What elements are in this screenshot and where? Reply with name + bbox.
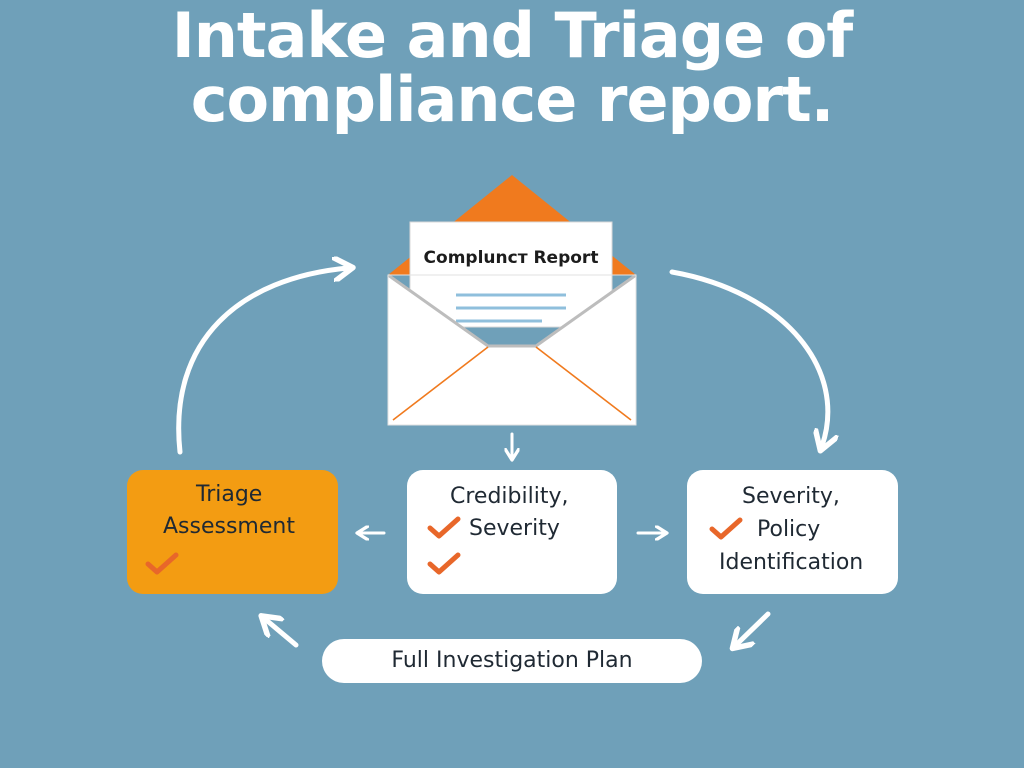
page-title: Intake and Triage of compliance report. bbox=[0, 4, 1024, 132]
full-investigation-plan: Full Investigation Plan bbox=[322, 639, 702, 683]
title-line-1: Intake and Triage of bbox=[171, 0, 854, 72]
credibility-severity-node: Credibility, Severity bbox=[407, 470, 617, 594]
severity-line-2: Policy bbox=[757, 517, 821, 542]
arrow-plan-to-triage bbox=[265, 619, 299, 648]
check-icon bbox=[145, 552, 179, 575]
severity-line-1: Severity, bbox=[742, 484, 840, 509]
arrow-to-plan bbox=[736, 611, 771, 645]
envelope-icon bbox=[387, 175, 637, 426]
report-label: Compluncт Report bbox=[423, 248, 599, 268]
cycle-arrow-right bbox=[669, 269, 828, 446]
check-icon bbox=[709, 517, 743, 540]
triage-line-2: Assessment bbox=[163, 514, 295, 539]
triage-assessment-node: Triage Assessment bbox=[127, 470, 338, 594]
cycle-arrow-left bbox=[176, 268, 348, 455]
severity-line-3: Identification bbox=[719, 550, 864, 575]
triage-line-1: Triage bbox=[196, 482, 263, 507]
severity-policy-node: Severity, Policy Identification bbox=[687, 470, 898, 594]
check-icon bbox=[427, 552, 461, 575]
title-line-2: compliance report. bbox=[190, 63, 835, 136]
check-icon bbox=[427, 516, 461, 539]
credibility-line-1: Credibility, bbox=[450, 484, 569, 509]
credibility-line-2: Severity bbox=[469, 516, 560, 541]
